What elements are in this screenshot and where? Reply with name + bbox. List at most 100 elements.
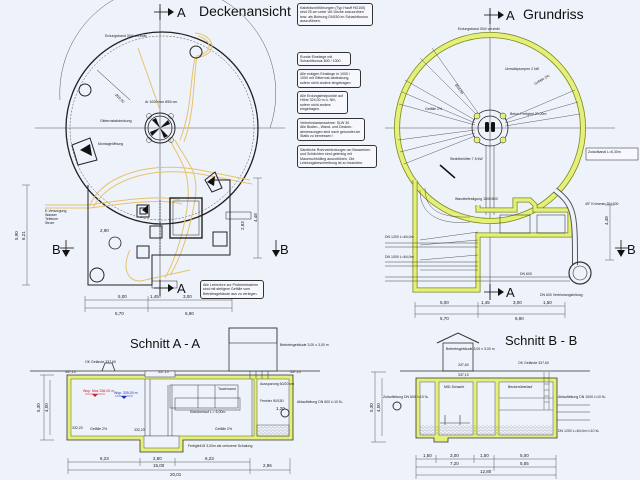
radius-line: [96, 69, 131, 101]
note-grounding: Alle Erdungsfestpunkte auf Höhe 324,00 m…: [297, 91, 348, 115]
section-marker-a-bottom: A: [484, 284, 515, 300]
svg-text:A: A: [506, 8, 515, 23]
dim-1-20: 1,20: [276, 406, 285, 411]
dim-1-50: 1,50: [480, 453, 489, 458]
dim-4-50: 4,50: [376, 403, 381, 412]
dim-4-48: 4,48: [604, 216, 609, 225]
section-marker-a-top: A: [484, 8, 515, 24]
building-outline: [87, 179, 231, 286]
label-pipe: DN 600: [520, 272, 532, 276]
dimension-lines: [67, 458, 291, 474]
dim-1-50: 1,50: [423, 453, 432, 458]
label-zulauf: Zulaufleitung DN 600 I=10 ‰: [383, 395, 429, 399]
title-section-bb: Schnitt B - B: [505, 333, 578, 348]
cable-legend: E-Versorgung Wasser Telekom Strom: [45, 209, 66, 225]
dim-3-00: 3,00: [513, 300, 522, 305]
pump-sump: [143, 435, 180, 449]
dim-3-00: 3,00: [183, 294, 192, 299]
dim-7-20: 7,20: [450, 461, 459, 466]
dim-6-23: 6,23: [205, 456, 214, 461]
svg-text:Strom: Strom: [45, 221, 54, 225]
building-roof: [436, 332, 480, 344]
dim-5-70: 5,70: [115, 311, 124, 316]
level-label: 337,10: [458, 373, 469, 377]
section-bb: OK Gelände 337,60 Betriebsgebäude 3,00 x…: [369, 332, 606, 479]
level-label: 332,20: [134, 428, 145, 432]
dim-5-00: 5,00: [440, 300, 449, 305]
dim-5-30: 5,30: [369, 403, 374, 412]
label-gitterrost: Gitterrostabdeckung: [100, 119, 132, 123]
dim-5-70: 5,70: [440, 316, 449, 321]
dim-3-00: 3,00: [450, 453, 459, 458]
label-msr: MID-Schacht: [444, 385, 464, 389]
label-beckenueberlauf: Beckenüberlauf: [508, 385, 532, 389]
dim-1-45: 1,45: [150, 294, 159, 299]
basin-chamber: [70, 378, 255, 437]
label-erdungsband: Erdungsband 30/4 verzinkt: [458, 27, 500, 31]
mounting-opening: [71, 137, 98, 166]
section-marker-a-bottom: A: [154, 280, 186, 296]
fan-icon: [150, 118, 170, 138]
label-beton: Beton-Fertigteil 20,00m: [510, 112, 546, 116]
dim-5-00: 5,00: [118, 294, 127, 299]
slope-lines: [397, 47, 581, 165]
outlet-manhole: [568, 261, 592, 285]
access-opening-square: [212, 231, 228, 247]
outlet-pipe: [280, 408, 290, 418]
dim-1-45: 1,45: [481, 300, 490, 305]
label-diameter: Ø16,00: [114, 93, 125, 104]
title-floor-plan: Grundriss: [523, 6, 584, 22]
inlet-pipe: [392, 401, 402, 411]
dim-1-50: 1,50: [543, 300, 552, 305]
operations-building: [442, 342, 474, 372]
label-tauchwand: Tauchwand: [218, 387, 236, 391]
tank-inner-wall: [69, 35, 255, 221]
label-building: Betriebsgebäude 3,00 x 3,00 m: [446, 347, 495, 351]
dim-2-83: 2,83: [240, 221, 245, 230]
label-access: Ar 1000/mm Ø50 cm: [145, 100, 177, 104]
dim-5-30: 5,30: [36, 403, 41, 412]
dim-5-90: 5,90: [14, 231, 19, 240]
dim-4-50: 4,50: [44, 403, 49, 412]
svg-text:A: A: [177, 5, 186, 20]
label-pipe: DN 600 Verbindungsleitung: [540, 293, 583, 297]
floor-plan: 5,00 1,45 3,00 1,50 5,70 6,90 4,48 Erdun…: [385, 8, 639, 321]
svg-text:A: A: [177, 281, 186, 296]
section-marker-b-right: B: [272, 240, 289, 257]
level-label: 337,60: [458, 363, 469, 367]
label-aussparung: Aussparung 60/20 cm: [260, 382, 294, 386]
stairs: [419, 187, 479, 271]
center-shaft: [471, 109, 509, 147]
dim-6-90: 6,90: [515, 316, 524, 321]
cable-routes: [45, 32, 253, 282]
dim-2-90: 2,90: [100, 228, 109, 233]
level-label: 337,10: [65, 370, 76, 374]
access-opening-square: [136, 204, 150, 218]
label-mounting-opening: Montageöffnung: [98, 142, 123, 146]
svg-text:Wasser: Wasser: [45, 213, 58, 217]
label-fertigteil: Fertigteil Ø 3,00m als verlorene Schalun…: [188, 444, 252, 448]
label-ablaufleitung: Ablaufleitung DN 600 I=10 ‰: [297, 400, 343, 404]
dim-20-01: 20,01: [170, 472, 182, 477]
angle-dimension-arc: [59, 0, 277, 129]
svg-text:B: B: [280, 242, 289, 257]
manhole-round: [89, 267, 105, 283]
center-shaft: [144, 112, 176, 144]
label-diameter: Ø16,00: [454, 83, 464, 95]
note-box-right: [585, 147, 639, 161]
label-pump: Umwälzpumpen 2 kW: [505, 67, 540, 71]
access-opening-square: [136, 245, 150, 259]
label-pipe: DN 1000 L=64,0m: [385, 255, 414, 259]
level-label: 332,20: [72, 426, 83, 430]
label-gefaelle: Gefälle 2%: [90, 427, 107, 431]
label-pipe: DN 1200 L=64,0m: [385, 235, 414, 239]
level-label: 337,10: [158, 370, 169, 374]
dimension-lines: [414, 204, 614, 318]
tank-outer-wall: [65, 31, 259, 225]
label-water-min: Wsp. 335,00 m: [114, 391, 138, 395]
label-ok-gelaende: OK Gelände 337,60: [518, 361, 549, 365]
note-traffic-load: Verkehrslastannahme: SLW 30 Alle Boden-,…: [297, 118, 365, 142]
note-cable-passages: Kabeldurchführungen (Typ Hauff HD100) si…: [297, 3, 373, 27]
operations-building: [228, 327, 278, 372]
